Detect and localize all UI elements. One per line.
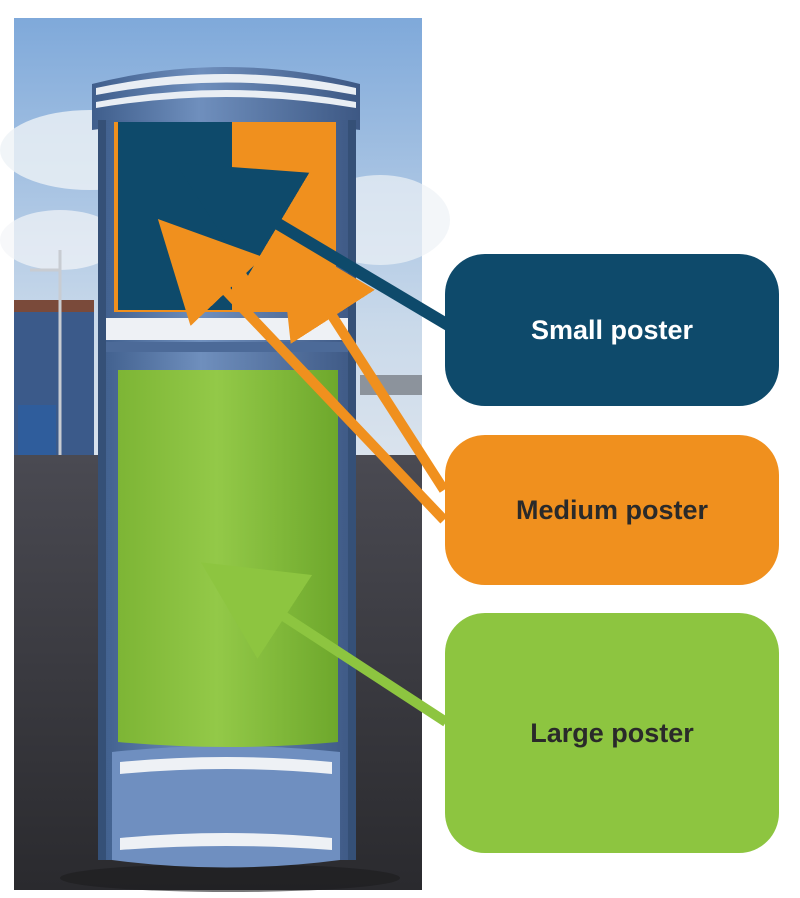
- large-poster-label: Large poster: [445, 613, 779, 853]
- small-poster-text: Small poster: [530, 314, 694, 345]
- medium-poster-label: Medium poster: [445, 435, 779, 585]
- medium-poster-text: Medium poster: [515, 494, 709, 525]
- arrow-large: [200, 562, 449, 727]
- small-poster-label: Small poster: [445, 254, 779, 406]
- poster-large: [118, 370, 338, 747]
- large-poster-text: Large poster: [530, 717, 694, 748]
- arrow-medium-2: [278, 232, 449, 493]
- arrow-medium-1: [157, 219, 448, 524]
